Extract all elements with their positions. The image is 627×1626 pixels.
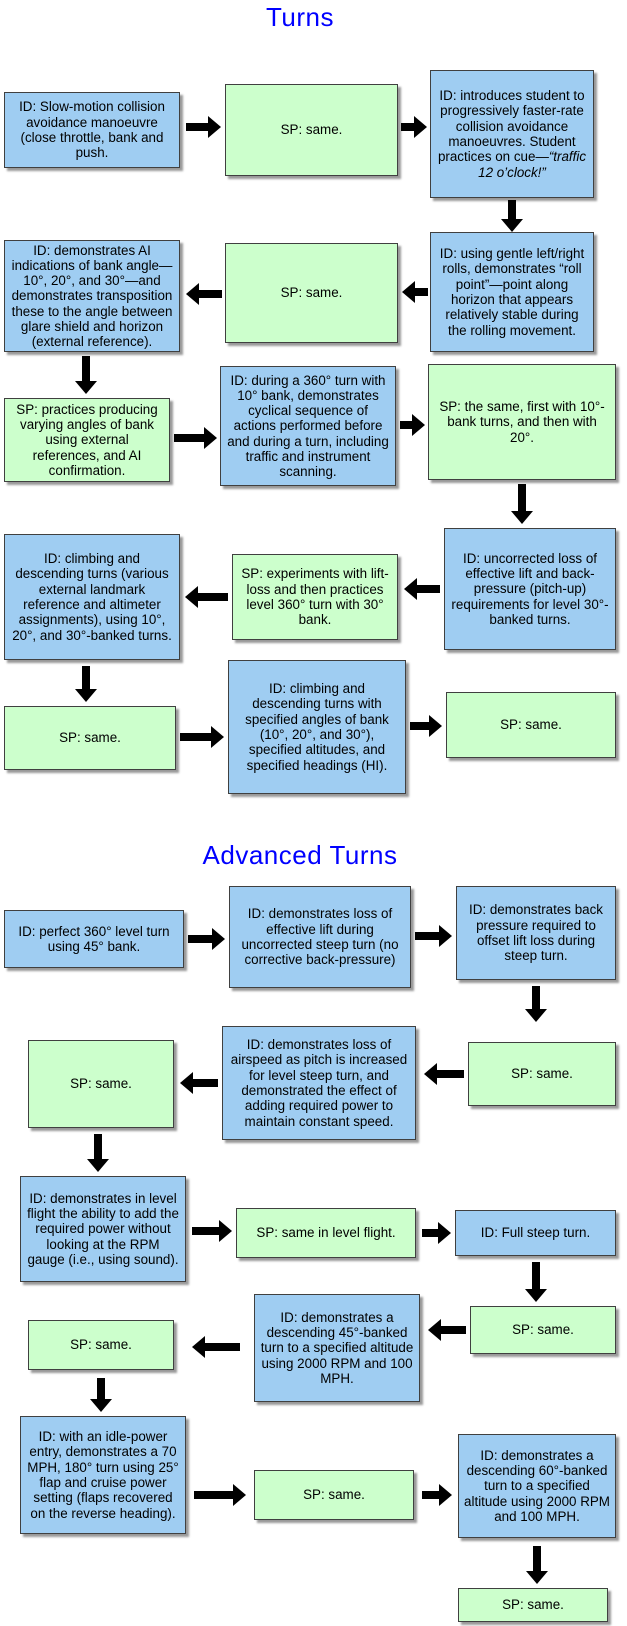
section-title-turns: Turns (266, 2, 334, 32)
id-step-box: ID: during a 360° turn with 10° bank, de… (220, 366, 396, 486)
arrow-down-icon (526, 1546, 548, 1584)
id-step-box: ID: climbing and descending turns (vario… (4, 534, 180, 660)
step-text: ID: demonstrates loss of airspeed as pit… (230, 1037, 408, 1129)
step-text: SP: same. (511, 1066, 573, 1082)
arrow-left-icon (428, 1319, 466, 1341)
step-text: ID: Slow-motion collision avoidance mano… (19, 99, 165, 161)
step-text: SP: same in level flight. (256, 1225, 396, 1241)
sp-step-box: SP: same. (28, 1320, 174, 1370)
sp-step-box: SP: same. (458, 1588, 608, 1622)
sp-step-box: SP: same. (470, 1306, 616, 1354)
arrow-down-icon (501, 200, 523, 232)
arrow-down-icon (87, 1134, 109, 1172)
arrow-left-icon (424, 1063, 464, 1085)
section-title-advanced-turns: Advanced Turns (202, 840, 398, 870)
id-step-box: ID: demonstrates a descending 60°-banked… (458, 1434, 616, 1538)
arrow-left-icon (402, 281, 428, 303)
arrow-right-icon (192, 1220, 232, 1242)
arrow-down-icon (75, 666, 97, 702)
arrow-down-icon (75, 356, 97, 394)
step-text: ID: using gentle left/right rolls, demon… (439, 246, 585, 338)
step-text: ID: climbing and descending turns (vario… (12, 551, 172, 643)
id-step-box: ID: demonstrates a descending 45°-banked… (254, 1294, 420, 1402)
arrow-left-icon (185, 586, 228, 608)
step-text: ID: during a 360° turn with 10° bank, de… (227, 372, 389, 480)
step-text: ID: uncorrected loss of effective lift a… (451, 550, 609, 627)
step-text: ID: with an idle-power entry, demonstrat… (27, 1429, 179, 1521)
sp-step-box: SP: practices producing varying angles o… (4, 398, 170, 482)
step-text: SP: same. (59, 730, 121, 746)
sp-step-box: SP: same in level flight. (236, 1208, 416, 1258)
arrow-right-icon (186, 116, 221, 138)
arrow-right-icon (410, 715, 442, 737)
step-text: ID: demonstrates in level flight the abi… (27, 1190, 179, 1267)
id-step-box: ID: climbing and descending turns with s… (228, 660, 406, 794)
step-text: SP: same. (70, 1337, 132, 1353)
step-text: SP: the same, first with 10°-bank turns,… (439, 399, 605, 445)
step-text-italic: “traffic 12 o’clock!” (478, 149, 587, 180)
step-text: SP: same. (500, 717, 562, 733)
id-step-box: ID: Slow-motion collision avoidance mano… (4, 92, 180, 168)
id-step-box: ID: demonstrates back pressure required … (456, 886, 616, 980)
step-text: SP: experiments with lift-loss and then … (241, 566, 389, 628)
sp-step-box: SP: same. (28, 1040, 174, 1128)
sp-step-box: SP: experiments with lift-loss and then … (232, 554, 398, 640)
step-text-normal: ID: introduces student to progressively … (437, 88, 585, 165)
step-text: ID: demonstrates a descending 45°-banked… (260, 1309, 414, 1386)
arrow-right-icon (174, 427, 217, 449)
arrow-right-icon (415, 925, 452, 947)
step-text: SP: same. (502, 1597, 564, 1613)
sp-step-box: SP: same. (254, 1470, 414, 1520)
id-step-box: ID: demonstrates in level flight the abi… (20, 1176, 186, 1282)
arrow-right-icon (422, 1484, 452, 1506)
sp-step-box: SP: the same, first with 10°-bank turns,… (428, 364, 616, 480)
id-step-box: ID: Full steep turn. (455, 1210, 616, 1256)
arrow-right-icon (180, 726, 224, 748)
step-text: SP: same. (280, 285, 343, 301)
arrow-left-icon (192, 1336, 240, 1358)
arrow-down-icon (511, 484, 533, 524)
step-text: ID: introduces student to progressively … (436, 88, 588, 180)
id-step-box: ID: demonstrates AI indications of bank … (4, 240, 180, 352)
sp-step-box: SP: same. (468, 1042, 616, 1106)
arrow-right-icon (188, 928, 225, 950)
id-step-box: ID: perfect 360° level turn using 45° ba… (4, 910, 184, 968)
step-text: SP: practices producing varying angles o… (16, 401, 158, 478)
step-text: SP: same. (70, 1076, 132, 1092)
arrow-left-icon (180, 1072, 218, 1094)
step-text: ID: demonstrates loss of effective lift … (241, 906, 399, 968)
id-step-box: ID: using gentle left/right rolls, demon… (430, 232, 594, 352)
step-text: ID: perfect 360° level turn using 45° ba… (18, 923, 170, 954)
step-text: ID: demonstrates a descending 60°-banked… (464, 1447, 610, 1524)
id-step-box: ID: introduces student to progressively … (430, 70, 594, 198)
arrow-left-icon (404, 578, 440, 600)
arrow-right-icon (194, 1484, 246, 1506)
step-text: SP: same. (303, 1487, 365, 1503)
id-step-box: ID: uncorrected loss of effective lift a… (444, 528, 616, 650)
arrow-left-icon (186, 283, 222, 305)
id-step-box: ID: demonstrates loss of effective lift … (229, 886, 411, 988)
step-text: SP: same. (512, 1322, 574, 1338)
step-text: ID: Full steep turn. (480, 1225, 591, 1241)
arrow-down-icon (525, 1262, 547, 1302)
arrow-right-icon (422, 1222, 451, 1244)
step-text: ID: climbing and descending turns with s… (245, 681, 389, 773)
step-text: ID: demonstrates AI indications of bank … (11, 242, 173, 350)
step-text: ID: demonstrates back pressure required … (469, 902, 603, 964)
arrow-right-icon (400, 414, 425, 436)
sp-step-box: SP: same. (225, 84, 398, 176)
arrow-down-icon (90, 1378, 112, 1412)
step-text: SP: same. (280, 122, 343, 138)
sp-step-box: SP: same. (225, 243, 398, 343)
id-step-box: ID: demonstrates loss of airspeed as pit… (222, 1026, 416, 1140)
sp-step-box: SP: same. (4, 706, 176, 770)
arrow-down-icon (525, 986, 547, 1022)
arrow-right-icon (401, 116, 427, 138)
sp-step-box: SP: same. (446, 692, 616, 758)
id-step-box: ID: with an idle-power entry, demonstrat… (20, 1416, 186, 1534)
